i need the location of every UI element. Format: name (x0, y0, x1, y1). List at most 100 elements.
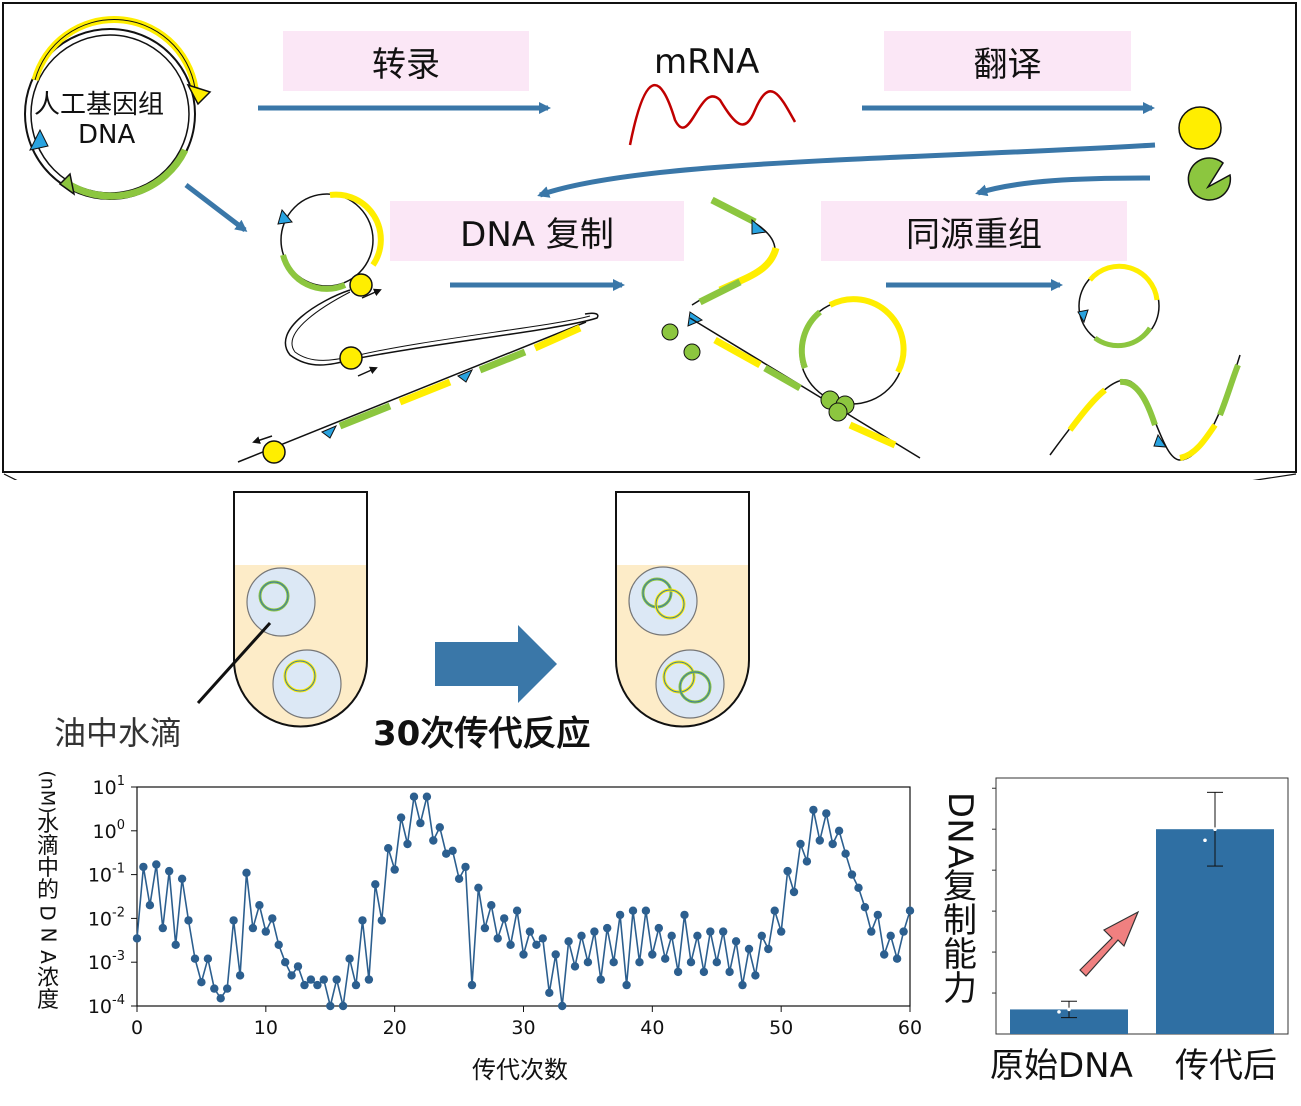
recombinase-arrow (975, 175, 1151, 197)
replicase-protein-icon (1178, 106, 1222, 150)
data-point (706, 927, 715, 936)
data-point (841, 849, 850, 858)
genome-label-line1: 人工基因组 (34, 90, 165, 120)
data-point (480, 923, 490, 933)
data-point (680, 910, 689, 920)
bar-y-label-char: 力 (943, 969, 977, 1009)
data-point (764, 944, 773, 954)
data-point (847, 870, 857, 879)
data-point (828, 839, 837, 849)
data-point (654, 923, 663, 933)
data-point (184, 916, 193, 925)
replication-label: DNA 复制 (460, 214, 614, 255)
data-point (165, 866, 174, 876)
data-point (622, 980, 631, 990)
mrna-wave (628, 84, 797, 146)
replicate-point (1077, 1005, 1081, 1009)
rolling-circle-replication (237, 191, 599, 464)
data-point (512, 906, 522, 915)
x-tick-label: 0 (131, 1017, 143, 1039)
translation-label: 翻译 (973, 44, 1042, 85)
increase-arrow (1079, 910, 1140, 977)
data-point (609, 958, 618, 967)
data-point (351, 980, 361, 990)
data-point (139, 862, 148, 872)
replicate-point (1213, 827, 1217, 831)
droplet-pointer-line (196, 621, 272, 705)
bar-category-after: 传代后 (1175, 1046, 1277, 1086)
data-point (506, 940, 515, 949)
data-point (223, 984, 232, 993)
data-point (551, 950, 560, 959)
recombination-products (1049, 263, 1241, 461)
mrna-label: mRNA (654, 42, 760, 82)
y-label-char: N (36, 927, 60, 943)
data-point (467, 980, 477, 990)
transcription-step-box: 转录 (283, 31, 529, 91)
data-point (686, 958, 696, 967)
data-point (210, 984, 219, 993)
y-label-char: 的 (36, 878, 59, 903)
data-point (719, 927, 728, 936)
data-point (673, 967, 683, 977)
data-point (442, 849, 451, 858)
data-point (532, 940, 541, 949)
data-point (332, 975, 341, 984)
tubes-illustration (196, 491, 750, 728)
replication-ability-chart (992, 777, 1289, 1035)
data-point (261, 927, 270, 936)
y-tick-label: 101 (93, 774, 125, 799)
replicate-point (1203, 838, 1207, 843)
droplet (628, 566, 698, 636)
top-panel (2, 2, 1297, 473)
data-point (358, 916, 367, 925)
data-point (596, 975, 605, 984)
data-point (886, 931, 895, 940)
data-point (203, 954, 213, 963)
data-point (197, 978, 206, 987)
y-label-char: 度 (36, 988, 59, 1013)
y-label-char: 滴 (36, 834, 59, 859)
y-label-char: D (36, 905, 60, 921)
droplet (655, 649, 725, 719)
bar-y-label-char: 能 (943, 935, 977, 975)
replicase-arrow (537, 142, 1156, 198)
recombination-step-box: 同源重组 (821, 201, 1127, 261)
data-point (152, 860, 161, 869)
x-tick-label: 50 (769, 1017, 793, 1039)
data-point (699, 967, 709, 977)
data-point (145, 901, 155, 910)
genome-label-line2: DNA (78, 120, 136, 150)
data-point (892, 954, 902, 963)
translation-step-box: 翻译 (884, 31, 1131, 91)
y-unit-label: (nM) (37, 770, 60, 814)
bar-y-label-char: N (940, 818, 980, 844)
data-point (390, 865, 399, 874)
data-point (268, 914, 277, 923)
data-point (306, 975, 316, 984)
data-point (648, 950, 657, 959)
bar-plot-frame (995, 777, 1289, 1035)
data-point (474, 883, 483, 892)
y-label-char: 中 (36, 856, 59, 881)
recombination-label: 同源重组 (906, 214, 1042, 255)
data-point (873, 910, 882, 920)
tube-after (615, 491, 750, 728)
replicate-point (1067, 1007, 1071, 1012)
data-point (525, 927, 535, 936)
data-point (326, 1001, 335, 1011)
data-point (783, 866, 792, 876)
data-point (435, 823, 444, 832)
data-point (132, 934, 142, 943)
data-point (422, 792, 432, 801)
data-point (416, 818, 425, 828)
data-point (429, 836, 438, 845)
y-tick-label: 10-4 (88, 993, 125, 1018)
y-label-char: 水 (36, 812, 59, 837)
data-point (235, 971, 245, 980)
bar-y-label-char: 制 (943, 901, 977, 941)
data-point (377, 916, 386, 925)
data-point (177, 874, 187, 883)
